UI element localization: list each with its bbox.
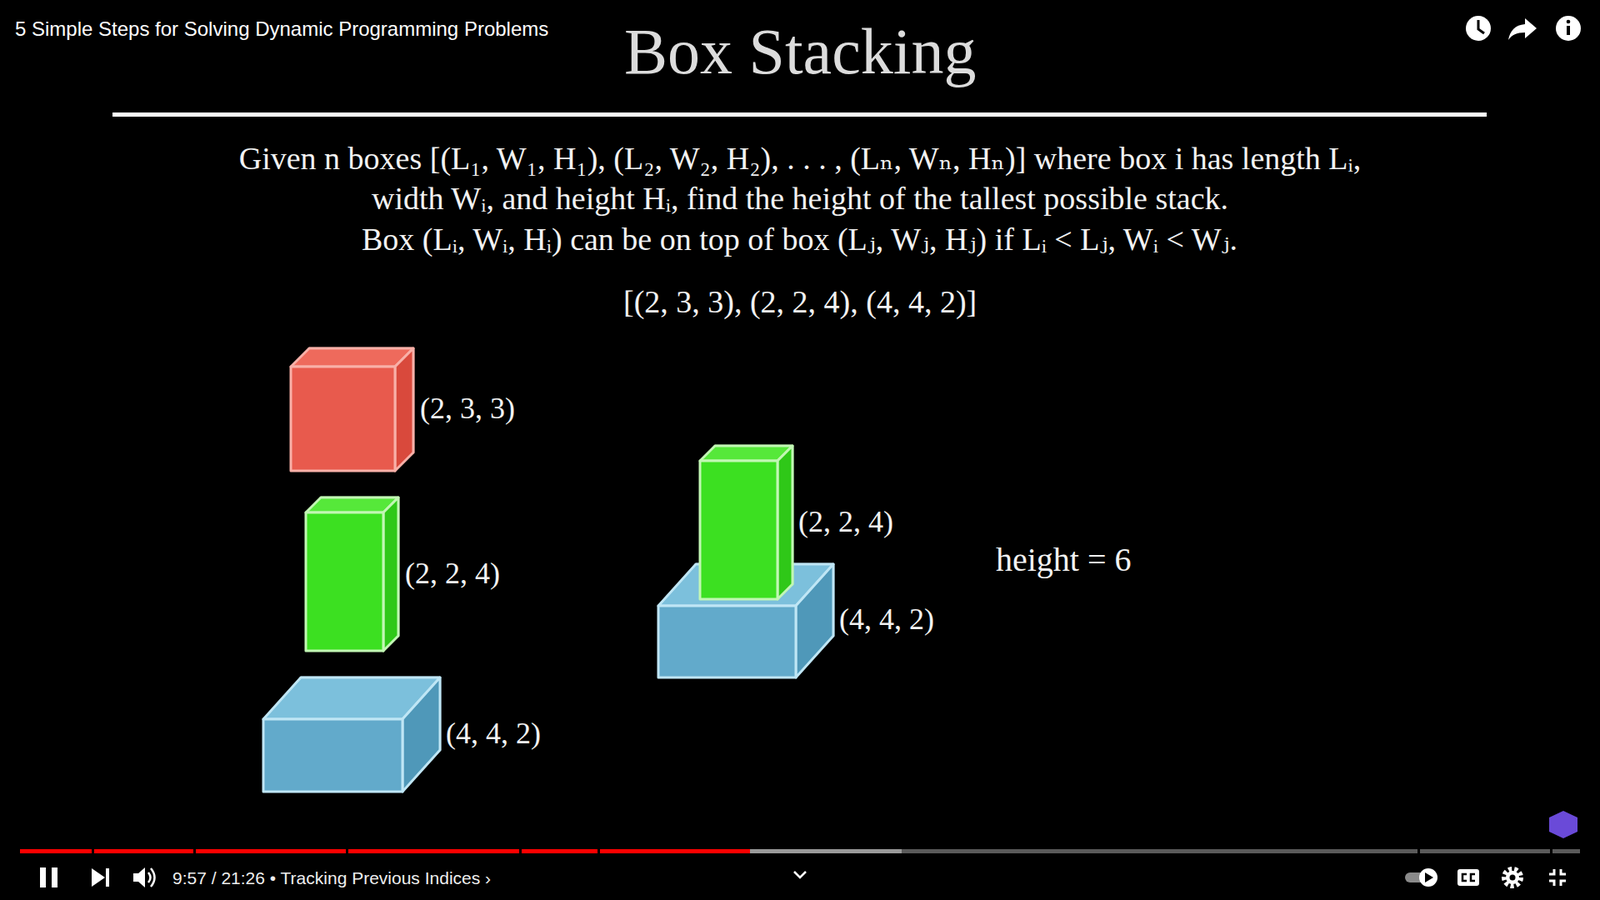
green-box: [305, 497, 399, 651]
share-icon: [1508, 18, 1537, 40]
captions-icon: [1457, 869, 1480, 886]
green-box: [700, 445, 793, 600]
stack-height: height = 6: [995, 540, 1132, 580]
watch-later-icon: [1465, 15, 1491, 41]
volume-icon: [133, 867, 155, 888]
settings-icon: [1504, 869, 1521, 886]
exit-fullscreen-icon: [1549, 869, 1566, 886]
box-dimensions: (2, 2, 4): [405, 555, 500, 592]
stacking-rule: Box (Lᵢ, Wᵢ, Hᵢ) can be on top of box (L…: [361, 220, 1238, 259]
box-dimensions: (2, 3, 3): [420, 390, 515, 427]
pause-icon: [40, 867, 58, 888]
video-title: 5 Simple Steps for Solving Dynamic Progr…: [15, 16, 549, 41]
autoplay-toggle: [1405, 868, 1438, 887]
box-list: [(2, 3, 3), (2, 2, 4), (4, 4, 2)]: [623, 282, 977, 321]
red-box: [290, 348, 414, 471]
time-chapter: 9:57 / 21:26 • Tracking Previous Indices…: [172, 867, 491, 889]
slide-title: Box Stacking: [624, 12, 977, 91]
info-icon: [1555, 15, 1581, 41]
box-dimensions: (4, 4, 2): [839, 601, 935, 638]
channel-logo: [1549, 810, 1578, 839]
blue-box: [263, 677, 440, 792]
title-rule: [112, 112, 1487, 117]
box-dimensions: (4, 4, 2): [445, 715, 541, 752]
next-icon: [91, 868, 110, 887]
box-dimensions: (2, 2, 4): [798, 504, 894, 540]
chevron-down-icon: [794, 871, 806, 878]
problem-statement: Given n boxes [(L₁, W₁, H₁), (L₂, W₂, H₂…: [220, 138, 1380, 219]
progress-bar: [20, 848, 1580, 855]
